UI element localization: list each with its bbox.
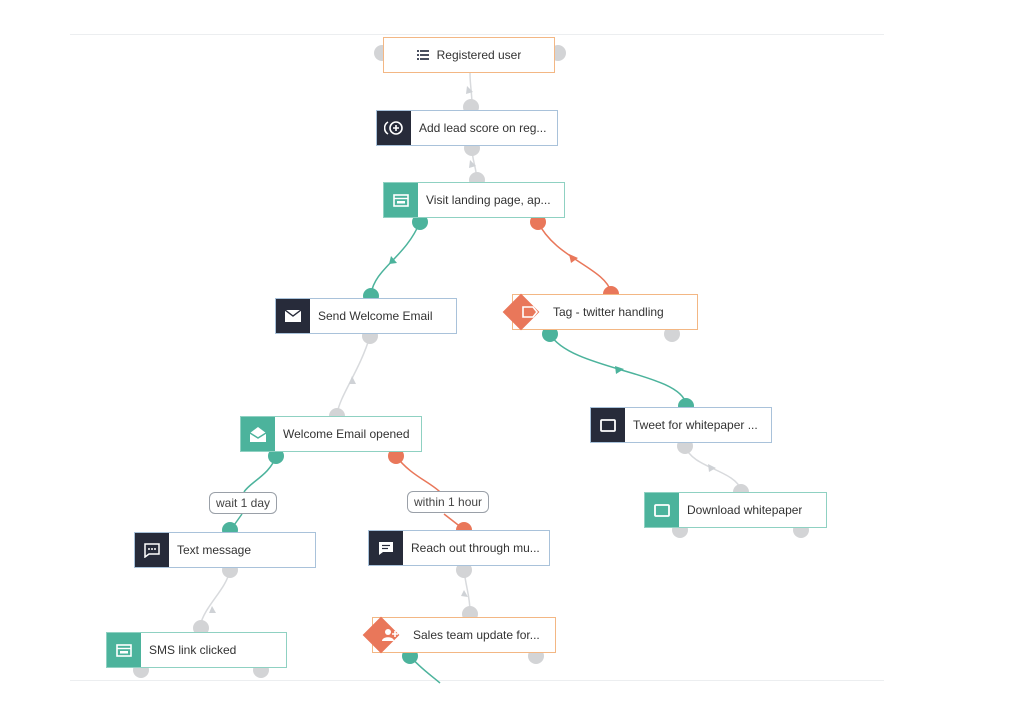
node-label: Tweet for whitepaper ... [633, 418, 758, 432]
node-label: Tag - twitter handling [553, 305, 664, 319]
node-add-lead-score[interactable]: Add lead score on reg... [376, 110, 558, 146]
download-icon [645, 493, 679, 527]
arrowhead [209, 606, 216, 613]
node-label: Send Welcome Email [318, 309, 433, 323]
node-welcome-email-opened[interactable]: Welcome Email opened [240, 416, 422, 452]
sms-icon [135, 533, 169, 567]
list-icon [416, 50, 429, 60]
envelope-icon [276, 299, 310, 333]
canvas-bottom-border [70, 680, 884, 681]
connector-dot[interactable] [456, 562, 472, 578]
connector [549, 333, 687, 405]
connector [370, 221, 421, 295]
landing-page-icon [384, 183, 418, 217]
arrowhead [389, 256, 397, 264]
node-tweet-for-whitepaper[interactable]: Tweet for whitepaper ... [590, 407, 772, 443]
node-label: SMS link clicked [149, 643, 237, 657]
connector-dot[interactable] [268, 448, 284, 464]
node-label: Text message [177, 543, 252, 557]
connector [199, 569, 231, 627]
node-label: Download whitepaper [687, 503, 803, 517]
add-user-icon [379, 624, 401, 646]
connector [537, 221, 612, 293]
arrowhead [615, 366, 624, 374]
canvas-top-border [70, 34, 884, 35]
node-label: Reach out through mu... [411, 541, 540, 555]
tweet-icon [591, 408, 625, 442]
lead-score-icon [377, 111, 411, 145]
connector-dot[interactable] [530, 214, 546, 230]
connector-dot[interactable] [542, 326, 558, 342]
wait-condition[interactable]: within 1 hour [407, 491, 490, 513]
node-label: Visit landing page, ap... [426, 193, 551, 207]
connector-dot[interactable] [412, 214, 428, 230]
node-label: Welcome Email opened [283, 427, 410, 441]
node-label: Add lead score on reg... [419, 121, 547, 135]
node-visit-landing-page[interactable]: Visit landing page, ap... [383, 182, 565, 218]
node-label: Sales team update for... [413, 628, 540, 642]
arrowhead [466, 86, 473, 94]
connector-dot[interactable] [664, 326, 680, 342]
node-send-welcome-email[interactable]: Send Welcome Email [275, 298, 457, 334]
wait-condition[interactable]: wait 1 day [209, 492, 278, 514]
arrowhead [708, 464, 716, 472]
node-sales-team-update[interactable]: Sales team update for... [362, 616, 556, 654]
node-label: Registered user [436, 48, 522, 62]
open-envelope-icon [241, 417, 275, 451]
arrowhead [349, 376, 356, 384]
arrowhead [461, 590, 468, 597]
connector [336, 335, 371, 415]
node-registered-user[interactable]: Registered user [383, 37, 555, 73]
connector-dot[interactable] [388, 448, 404, 464]
arrowhead [469, 160, 476, 168]
node-text-message[interactable]: Text message [134, 532, 316, 568]
node-reach-out[interactable]: Reach out through mu... [368, 530, 550, 566]
connector [395, 455, 441, 493]
landing-page-icon [107, 633, 141, 667]
node-download-whitepaper[interactable]: Download whitepaper [644, 492, 827, 528]
tag-icon [519, 301, 541, 323]
chat-icon [369, 531, 403, 565]
node-sms-link-clicked[interactable]: SMS link clicked [106, 632, 287, 668]
arrowhead [569, 254, 578, 263]
node-tag-twitter-handling[interactable]: Tag - twitter handling [502, 293, 698, 331]
